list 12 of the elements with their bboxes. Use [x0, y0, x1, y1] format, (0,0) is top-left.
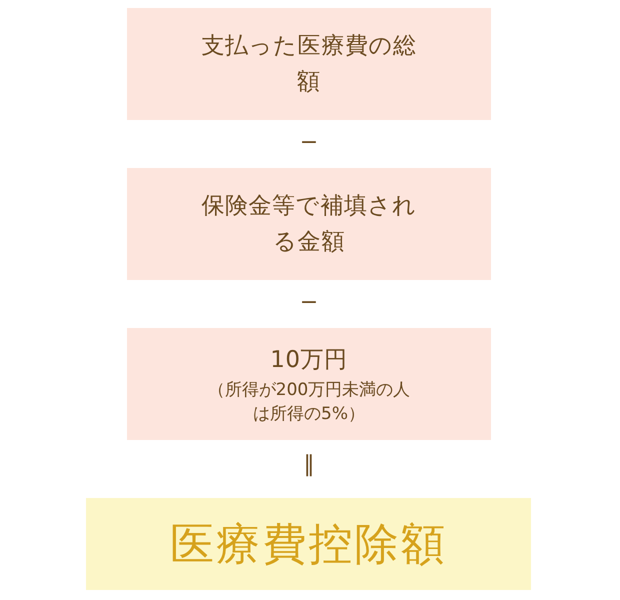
term-text: 支払った医療費の総額 [200, 32, 418, 97]
result-text: 医療費控除額 [170, 518, 448, 572]
term-box [127, 168, 491, 280]
term-text: 10万円 [269, 346, 349, 375]
term-box [127, 8, 491, 120]
term-text: 保険金等で補填される金額 [200, 192, 418, 257]
operator-sign: − [298, 129, 320, 157]
term-box [127, 328, 491, 440]
result-box [86, 498, 531, 590]
operator-sign: ‖ [302, 451, 316, 479]
operator-sign: − [298, 289, 320, 317]
note-text: （所得が200万円未満の人は所得の5%） [206, 379, 412, 426]
